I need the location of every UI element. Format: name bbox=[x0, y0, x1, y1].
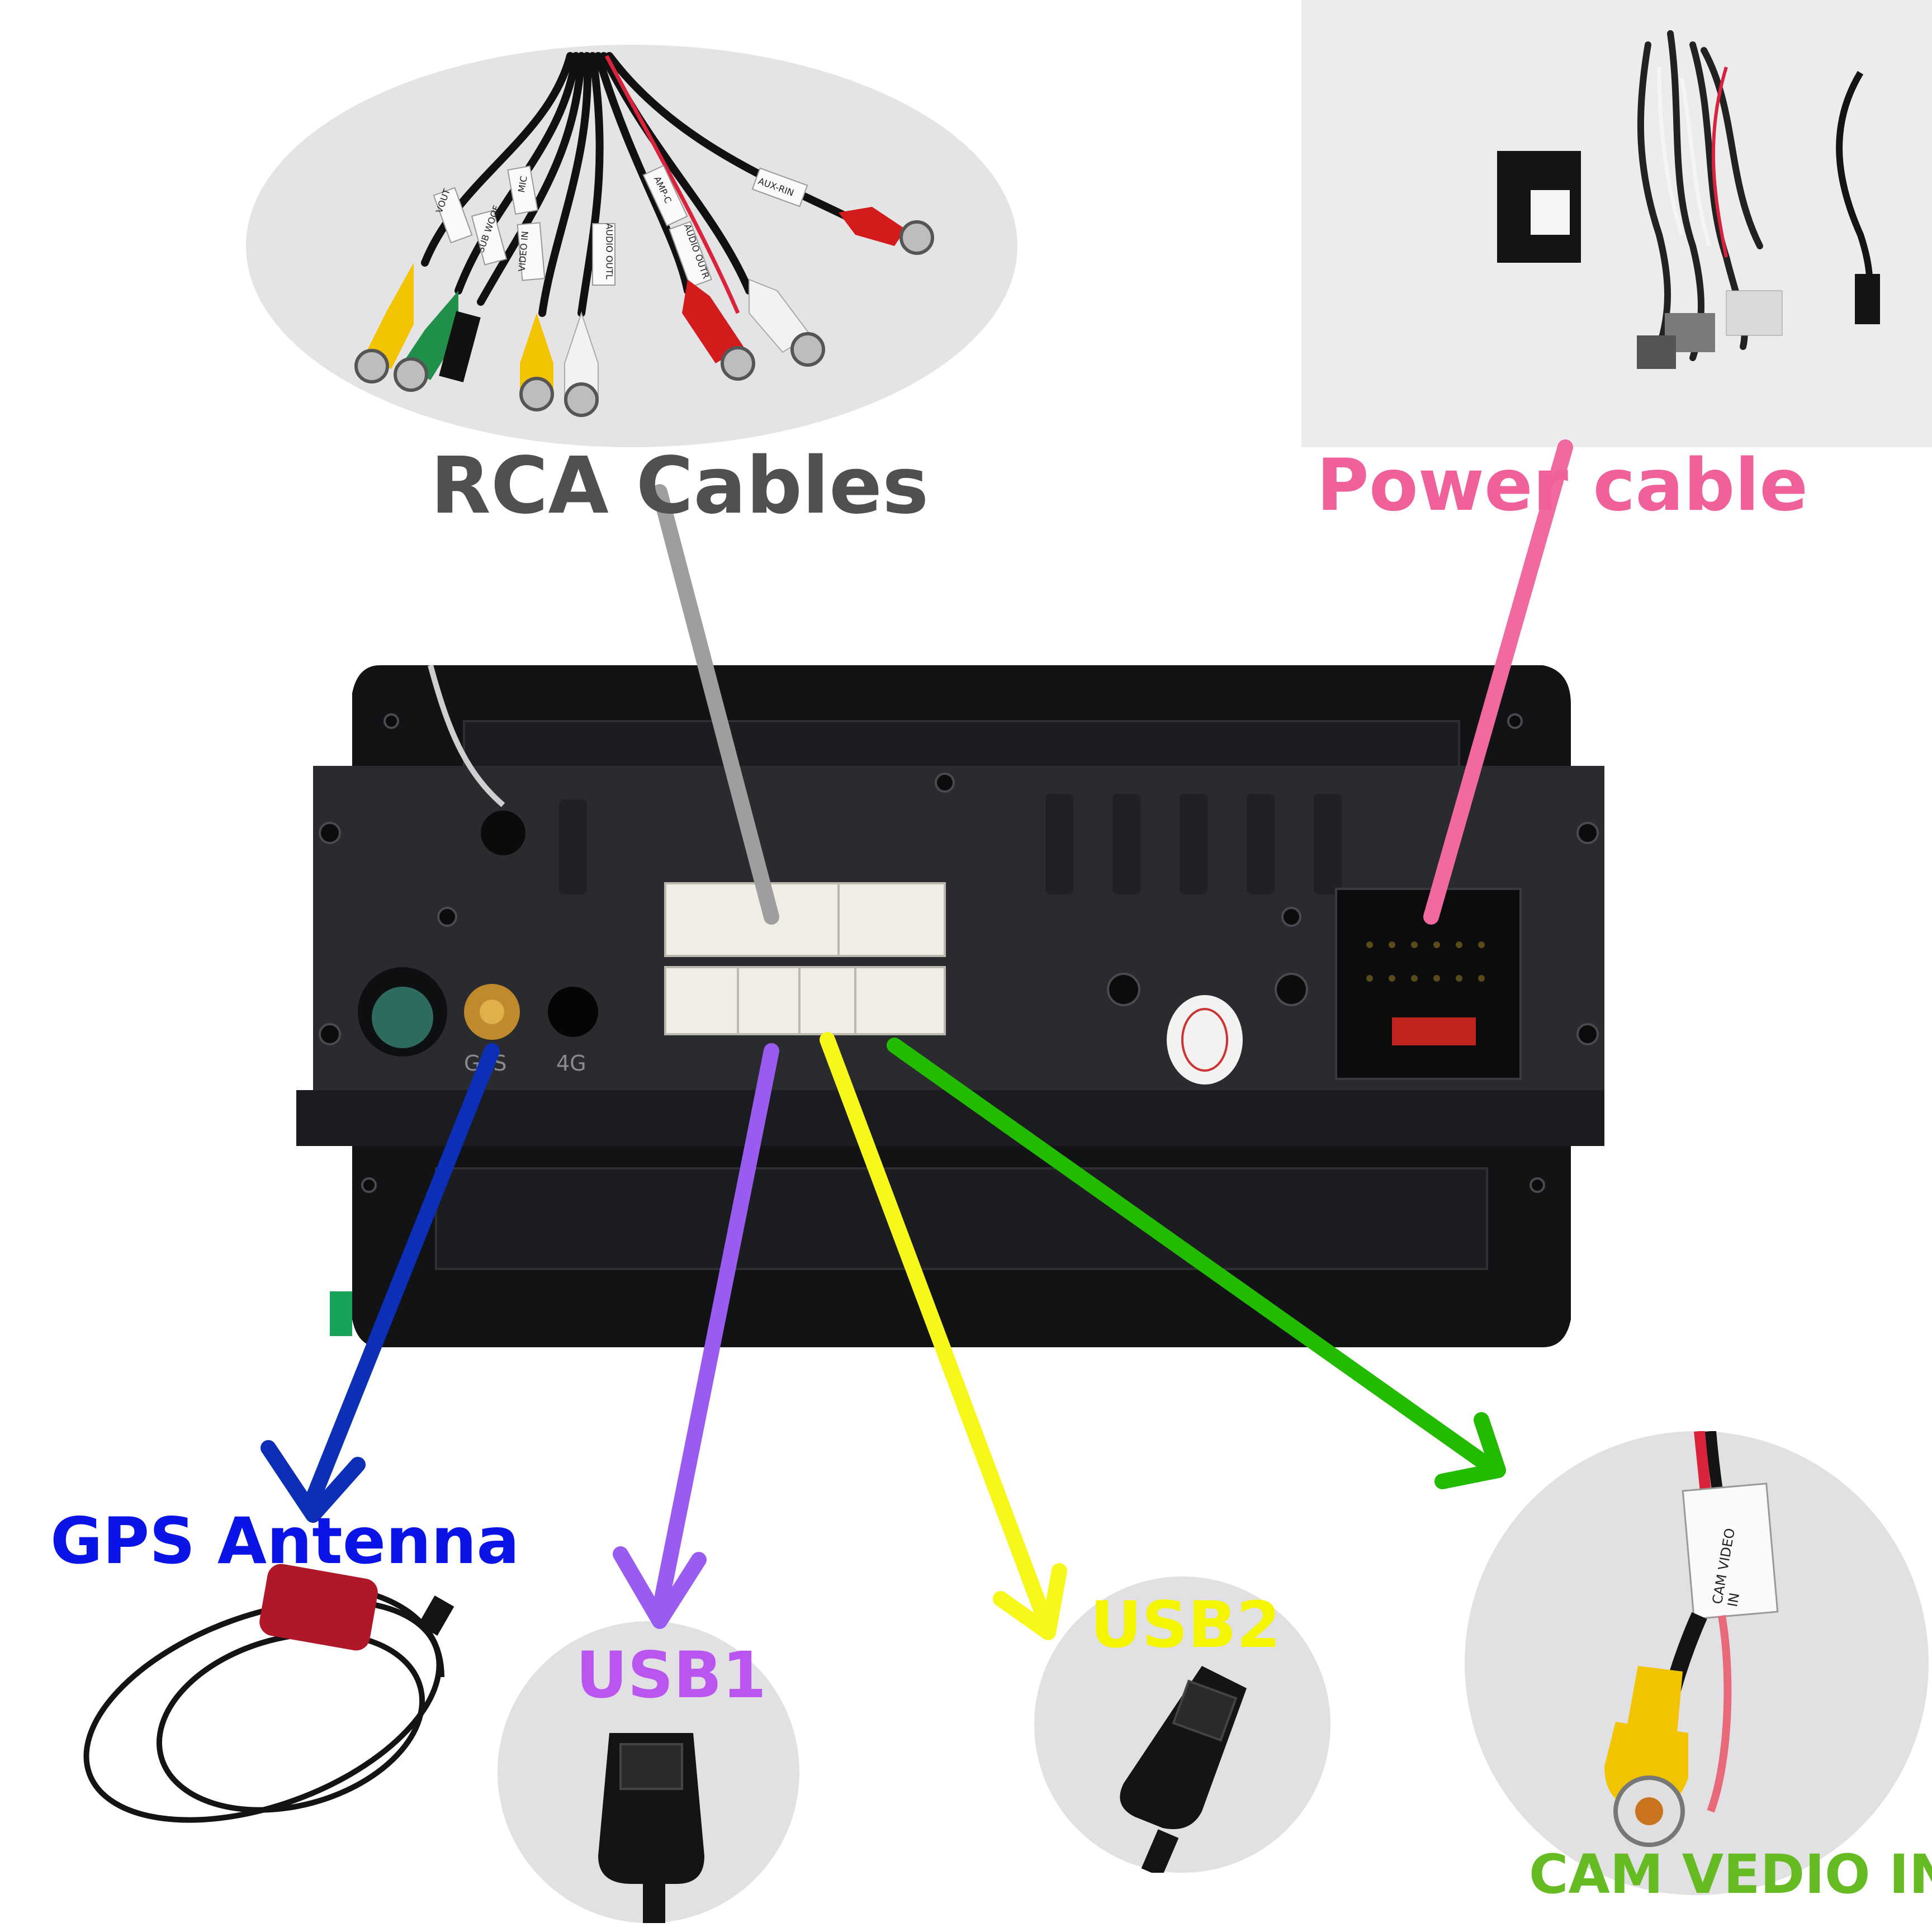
cam-video-in-photo bbox=[1465, 1431, 1929, 1895]
usb1-label: USB1 bbox=[576, 1638, 766, 1712]
usb2-photo bbox=[1034, 1576, 1330, 1877]
cam-video-in-label: CAM VEDIO IN bbox=[1529, 1843, 1932, 1906]
usb2-label: USB2 bbox=[1090, 1588, 1281, 1662]
gps-antenna-label: GPS Antenna bbox=[50, 1504, 520, 1578]
power-cable-label: Power cable bbox=[1317, 444, 1808, 527]
power-cable-photo bbox=[1301, 0, 1932, 447]
usb1-photo bbox=[498, 1621, 799, 1923]
ant-port-mark: 4G bbox=[556, 1051, 586, 1076]
rca-cables-label: RCA Cables bbox=[430, 441, 929, 532]
